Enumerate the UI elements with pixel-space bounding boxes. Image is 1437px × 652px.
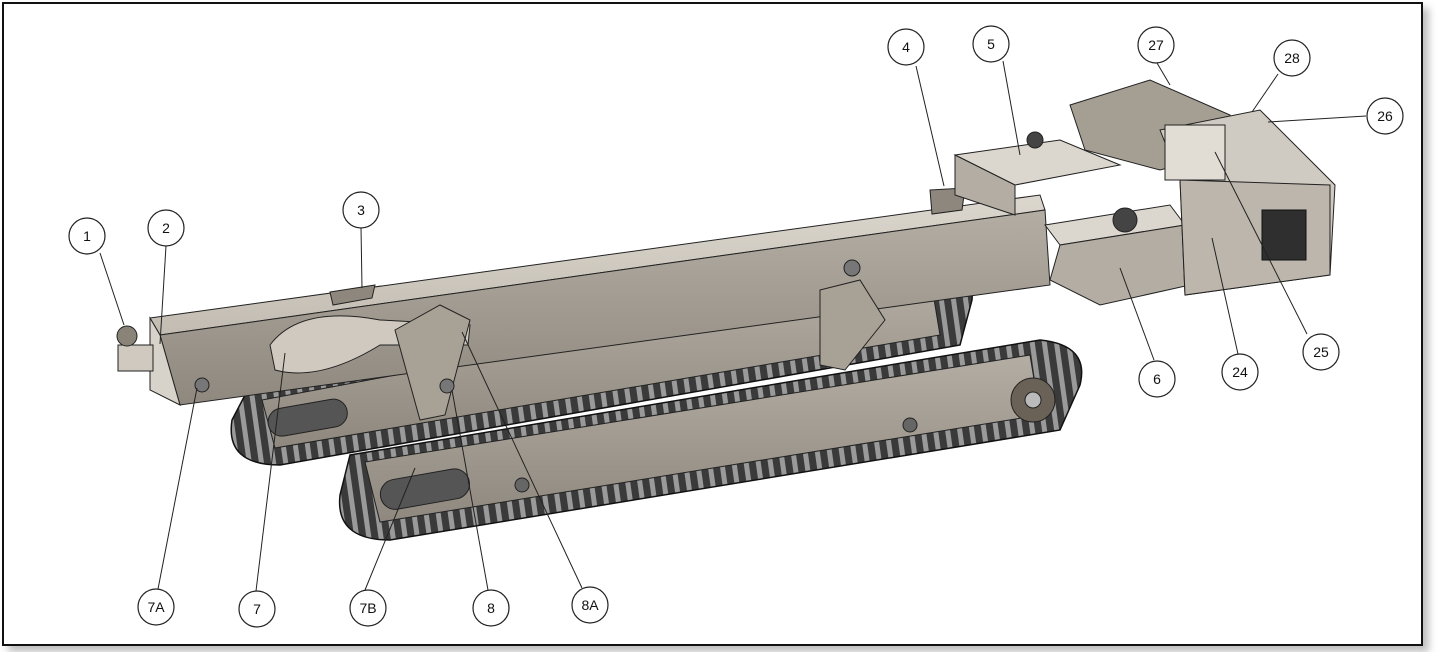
balloon-label: 7A: [147, 599, 165, 615]
actuator-arm: [269, 279, 886, 421]
balloon-label: 7B: [359, 600, 376, 616]
balloon-label: 28: [1284, 50, 1300, 66]
balloon-label: 1: [83, 228, 91, 244]
balloon-24: 24: [1221, 353, 1259, 391]
balloon-1: 1: [68, 217, 106, 255]
balloon-26: 26: [1366, 97, 1404, 135]
balloon-label: 6: [1153, 371, 1161, 387]
balloon-label: 7: [253, 601, 261, 617]
balloon-4: 4: [887, 28, 925, 66]
hitch-receiver: [117, 344, 154, 372]
track-assembly-front: [338, 339, 1083, 541]
balloon-8: 8: [472, 589, 510, 627]
balloon-7: 7: [238, 590, 276, 628]
balloon-5: 5: [972, 25, 1010, 63]
balloon-2: 2: [147, 209, 185, 247]
balloon-label: 4: [902, 39, 910, 55]
balloon-28: 28: [1273, 39, 1311, 77]
vent-grille: [1261, 209, 1307, 261]
control-housing: [953, 79, 1336, 306]
balloon-label: 26: [1377, 108, 1393, 124]
hitch-ball: [116, 325, 138, 347]
balloon-label: 24: [1232, 364, 1248, 380]
balloon-7A: 7A: [137, 588, 175, 626]
balloon-label: 3: [357, 202, 365, 218]
balloon-25: 25: [1302, 333, 1340, 371]
balloon-label: 27: [1148, 37, 1164, 53]
balloon-7B: 7B: [349, 589, 387, 627]
balloon-8A: 8A: [571, 586, 609, 624]
balloon-label: 8: [487, 600, 495, 616]
balloon-label: 8A: [581, 597, 599, 613]
balloon-6: 6: [1138, 360, 1176, 398]
balloon-label: 25: [1313, 344, 1329, 360]
balloon-label: 5: [987, 36, 995, 52]
main-beam: [116, 187, 1051, 406]
balloon-label: 2: [162, 220, 170, 236]
balloon-27: 27: [1137, 26, 1175, 64]
balloon-3: 3: [342, 191, 380, 229]
leader-lines: [99, 60, 1367, 592]
